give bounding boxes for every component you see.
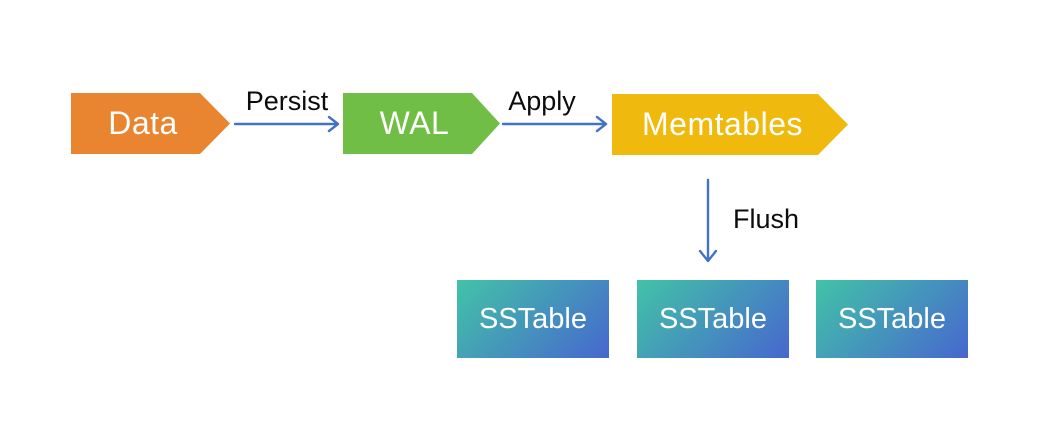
node-data-label: Data	[108, 105, 178, 141]
node-sstable-1-label: SSTable	[478, 302, 587, 335]
node-sstable-1: SSTable	[457, 280, 609, 358]
edge-label-flush: Flush	[733, 204, 800, 234]
node-sstable-3-label: SSTable	[837, 302, 946, 335]
edge-label-apply: Apply	[508, 86, 576, 116]
node-sstable-3: SSTable	[816, 280, 968, 358]
node-sstable-2: SSTable	[637, 280, 789, 358]
edge-label-persist: Persist	[245, 86, 329, 116]
node-wal: WAL	[343, 93, 500, 154]
flush-arrow-icon	[698, 178, 718, 263]
node-data: Data	[71, 93, 230, 154]
node-wal-label: WAL	[379, 105, 450, 141]
node-memtables: Memtables	[612, 94, 848, 155]
node-sstable-2-label: SSTable	[658, 302, 767, 335]
persist-arrow-icon	[233, 115, 340, 133]
node-memtables-label: Memtables	[642, 106, 803, 142]
apply-arrow-icon	[501, 115, 608, 133]
